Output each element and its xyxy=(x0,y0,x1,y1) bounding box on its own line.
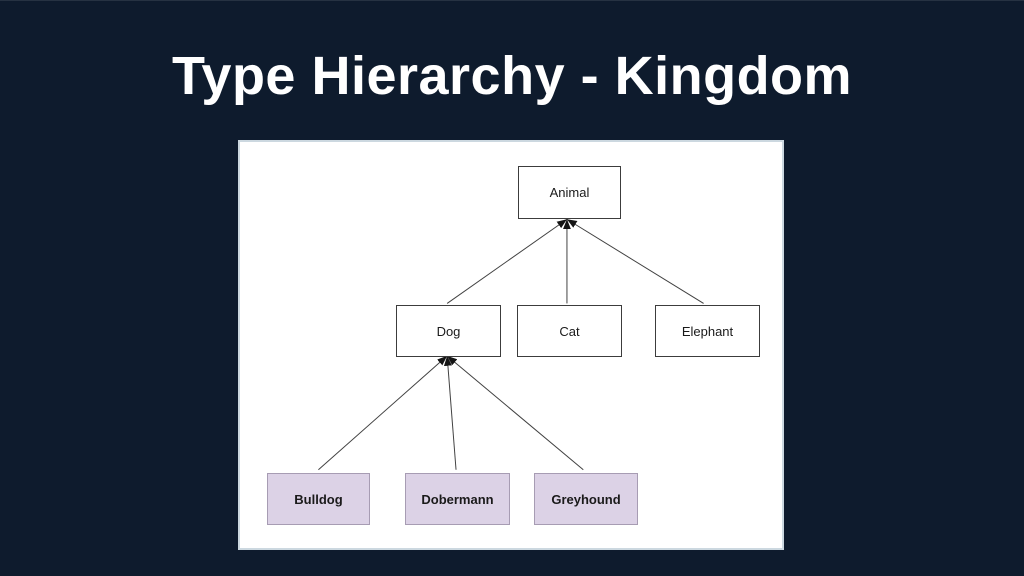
edge-greyhound-to-dog xyxy=(446,355,584,471)
edge-bulldog-to-dog xyxy=(318,355,448,471)
node-bulldog: Bulldog xyxy=(267,473,370,525)
node-elephant: Elephant xyxy=(655,305,760,357)
diagram-edges xyxy=(318,218,704,471)
node-animal: Animal xyxy=(518,166,621,219)
node-greyhound: Greyhound xyxy=(534,473,638,525)
edge-elephant-to-animal xyxy=(566,218,704,304)
node-dog: Dog xyxy=(396,305,501,357)
node-dobermann: Dobermann xyxy=(405,473,510,525)
edge-dog-to-animal xyxy=(446,218,568,304)
slide-title: Type Hierarchy - Kingdom xyxy=(171,46,853,106)
node-cat: Cat xyxy=(517,305,622,357)
edge-dobermann-to-dog xyxy=(443,355,457,470)
